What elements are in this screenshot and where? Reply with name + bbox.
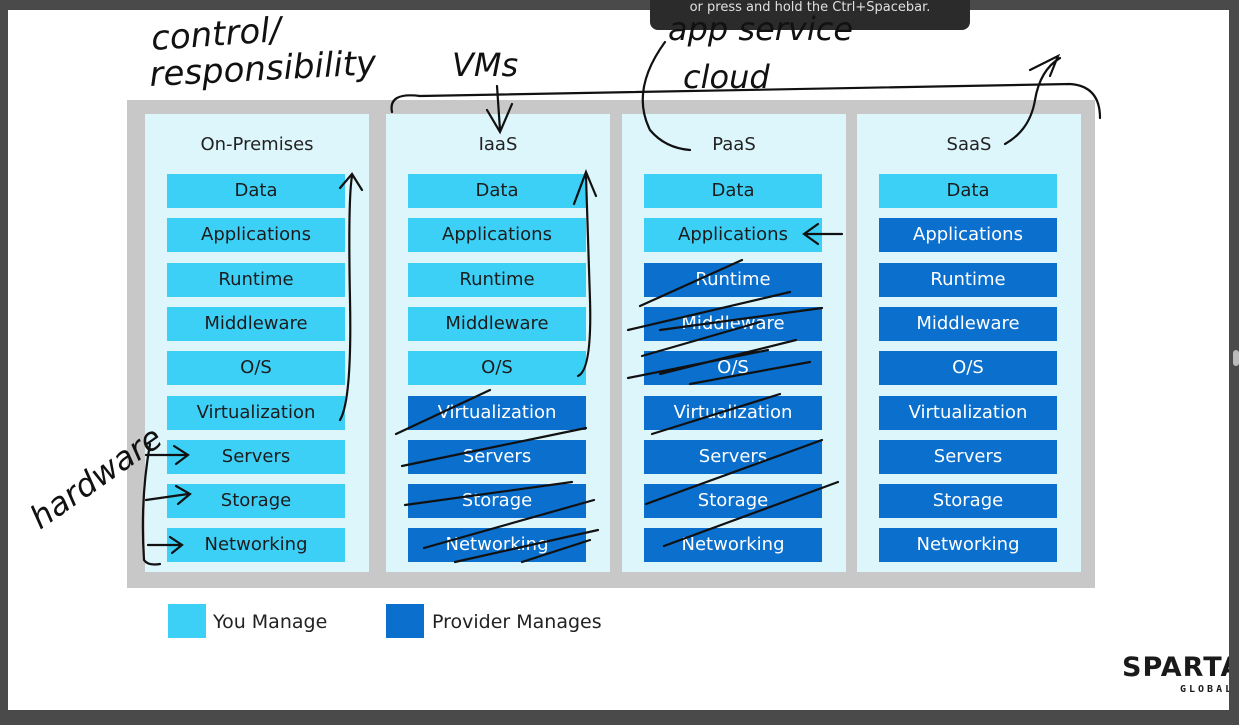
layer-middleware: Middleware: [167, 306, 345, 341]
layer-storage: Storage: [408, 484, 586, 519]
layer-data: Data: [879, 174, 1057, 208]
layer-networking: Networking: [408, 528, 586, 563]
layer-applications: Applications: [167, 218, 345, 253]
layer-servers: Servers: [167, 439, 345, 474]
layer-storage: Storage: [167, 484, 345, 519]
layer-data: Data: [644, 174, 822, 208]
column-title: On-Premises: [200, 134, 314, 155]
layer-runtime: Runtime: [879, 262, 1057, 297]
legend-provider-label: Provider Manages: [432, 611, 602, 633]
layer-runtime: Runtime: [408, 262, 586, 297]
layer-servers: Servers: [644, 439, 822, 474]
scroll-indicator[interactable]: [1233, 350, 1239, 366]
sparta-global-logo: SPARTA GLOBAL: [1122, 652, 1229, 697]
legend-provider-swatch: [386, 604, 424, 638]
layer-o-s: O/S: [879, 351, 1057, 386]
layer-servers: Servers: [408, 439, 586, 474]
layer-networking: Networking: [167, 528, 345, 563]
toast-text: or press and hold the Ctrl+Spacebar.: [689, 0, 931, 15]
column-title: SaaS: [946, 134, 992, 155]
logo-main-text: SPARTA: [1122, 652, 1229, 683]
layer-applications: Applications: [879, 218, 1057, 253]
layer-networking: Networking: [879, 528, 1057, 563]
logo-sub-text: GLOBAL: [1180, 684, 1229, 695]
column-title: PaaS: [712, 134, 756, 155]
layer-virtualization: Virtualization: [644, 395, 822, 430]
layer-middleware: Middleware: [644, 306, 822, 341]
layer-virtualization: Virtualization: [879, 395, 1057, 430]
layer-virtualization: Virtualization: [167, 395, 345, 430]
layer-storage: Storage: [644, 484, 822, 519]
column-title: IaaS: [478, 134, 518, 155]
layer-runtime: Runtime: [167, 262, 345, 297]
legend-you-label: You Manage: [213, 611, 328, 633]
layer-o-s: O/S: [408, 351, 586, 386]
layer-o-s: O/S: [167, 351, 345, 386]
legend-you-swatch: [168, 604, 206, 638]
layer-servers: Servers: [879, 439, 1057, 474]
layer-data: Data: [167, 174, 345, 208]
layer-applications: Applications: [408, 218, 586, 253]
layer-o-s: O/S: [644, 351, 822, 386]
layer-storage: Storage: [879, 484, 1057, 519]
layer-middleware: Middleware: [408, 306, 586, 341]
layer-networking: Networking: [644, 528, 822, 563]
layer-runtime: Runtime: [644, 262, 822, 297]
layer-data: Data: [408, 174, 586, 208]
keyboard-hint-toast: or press and hold the Ctrl+Spacebar.: [650, 0, 970, 30]
layer-applications: Applications: [644, 218, 822, 253]
layer-virtualization: Virtualization: [408, 395, 586, 430]
layer-middleware: Middleware: [879, 306, 1057, 341]
